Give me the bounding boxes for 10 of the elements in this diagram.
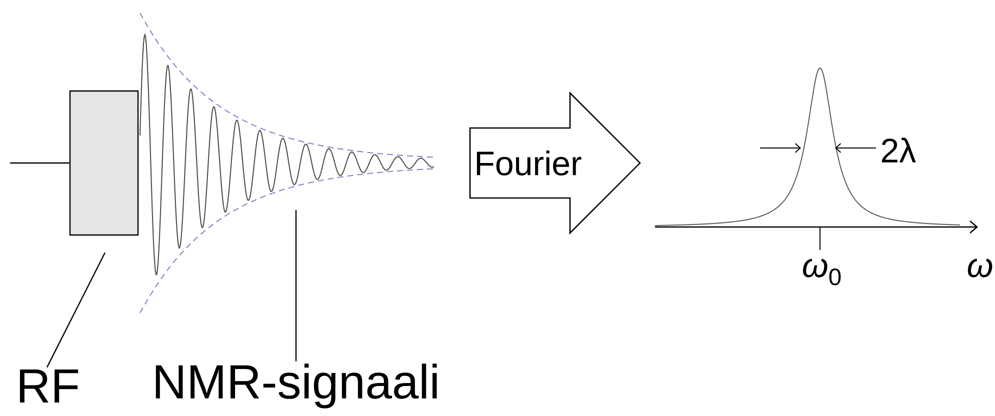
part-label: RF: [20, 369, 78, 403]
part-label: NMR-signaali: [156, 364, 437, 408]
dimension-label: 2λ: [882, 138, 916, 162]
axis-label: ω: [968, 258, 992, 278]
tick-label: ω$_{0}$: [803, 258, 841, 286]
signal-drawing: [140, 12, 436, 314]
leader-line: [295, 210, 297, 362]
rf-pulse-box: [69, 90, 139, 236]
leader-line: [46, 252, 106, 368]
wire-line: [10, 162, 70, 164]
